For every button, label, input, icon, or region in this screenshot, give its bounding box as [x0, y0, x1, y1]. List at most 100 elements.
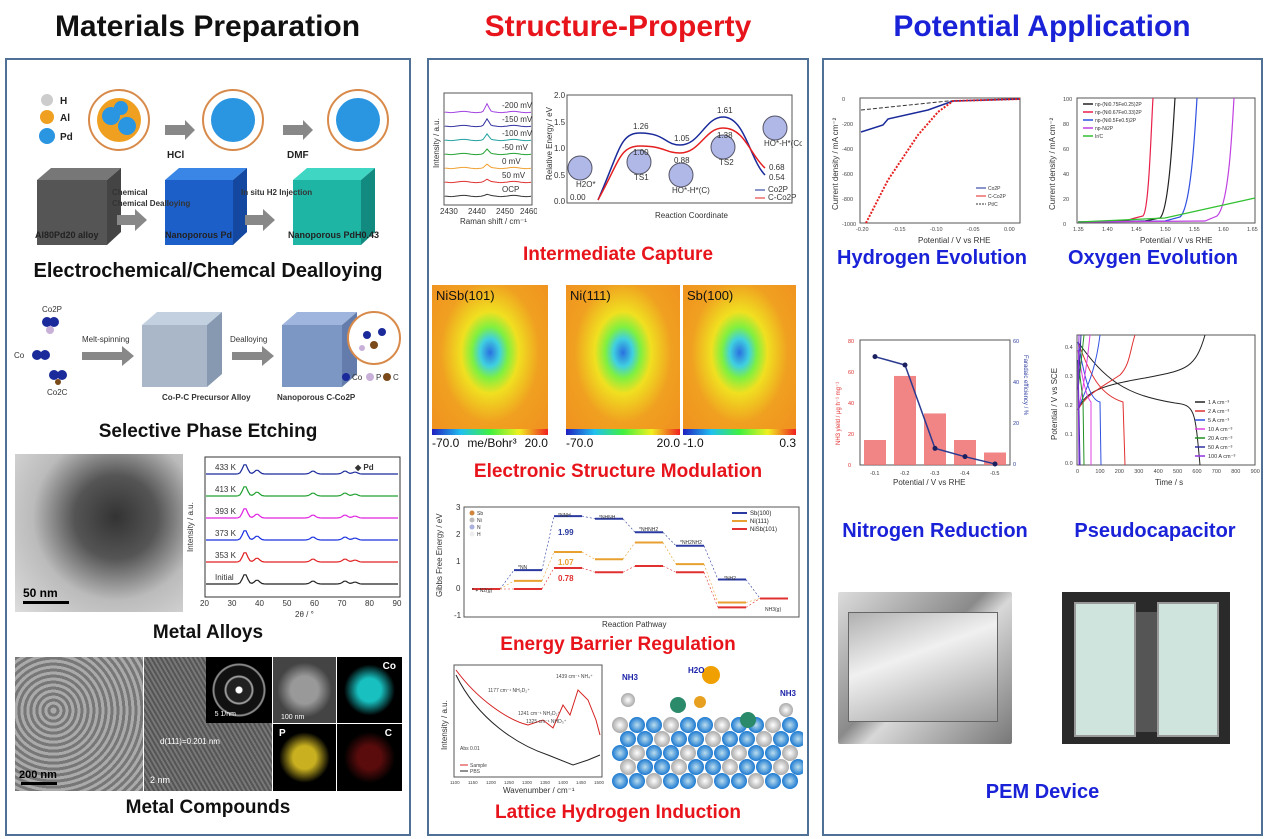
y-tick-label: 80 — [1063, 122, 1069, 128]
nanoporous-pd-cube — [165, 168, 247, 245]
x-tick-label: 80 — [365, 599, 374, 608]
x-tick-label: 1.65 — [1247, 227, 1258, 233]
lattice-atom — [773, 731, 789, 747]
lattice-atom — [782, 745, 798, 761]
lattice-atom — [756, 731, 772, 747]
svg-text:Potential / V vs RHE: Potential / V vs RHE — [918, 236, 990, 245]
lattice-atom — [629, 745, 645, 761]
lattice-atom — [697, 773, 713, 789]
energy-connector — [581, 551, 596, 560]
yield-bar — [954, 440, 976, 465]
svg-text:Sb(100): Sb(100) — [750, 511, 771, 517]
lattice-atom — [680, 773, 696, 789]
lattice-atom — [739, 759, 755, 775]
lattice-atom — [765, 773, 781, 789]
svg-text:*NN: *NN — [518, 565, 528, 571]
x-tick-label: 1400 — [558, 780, 569, 785]
lattice-atom — [705, 759, 721, 775]
faradaic-efficiency-point — [902, 362, 908, 368]
svg-text:1177 cm⁻¹ NH₂D₂⁺: 1177 cm⁻¹ NH₂D₂⁺ — [488, 688, 530, 694]
lattice-atom — [773, 759, 789, 775]
column-title-materials: Materials Preparation — [54, 10, 361, 43]
lattice-atom — [790, 731, 803, 747]
lattice-atom — [714, 773, 730, 789]
raman-spectrum — [444, 178, 532, 184]
energy-connector — [541, 516, 555, 571]
svg-text:*NH2: *NH2 — [724, 576, 736, 582]
legend-label: np-(Ni0.67Fe0.33)2P — [1095, 110, 1142, 116]
x-tick-label: 1350 — [540, 780, 551, 785]
svg-text:Sample: Sample — [470, 763, 487, 769]
lattice-atom — [671, 759, 687, 775]
svg-text:1.0: 1.0 — [554, 144, 566, 153]
svg-text:PBS: PBS — [470, 769, 481, 775]
alloys-label: Metal Alloys — [152, 622, 264, 643]
lattice-atom — [612, 745, 628, 761]
svg-text:Reaction Coordinate: Reaction Coordinate — [655, 211, 728, 220]
oer-chart: Current density / mA cm⁻² 1008060402001.… — [1048, 97, 1258, 245]
x-tick-label: 70 — [338, 599, 347, 608]
atom-legend: H Al Pd — [39, 94, 73, 144]
y-tick-label: 0.0 — [1065, 461, 1073, 467]
svg-text:Wavenumber / cm⁻¹: Wavenumber / cm⁻¹ — [503, 786, 575, 795]
lattice-atom — [680, 717, 696, 733]
lattice-atom — [680, 745, 696, 761]
raman-series-label: -50 mV — [502, 143, 528, 152]
lattice-atom — [637, 759, 653, 775]
lattice-atom — [705, 731, 721, 747]
raman-spectrum — [444, 117, 532, 128]
lattice-atom — [612, 773, 628, 789]
y-tick-label: 60 — [1063, 147, 1069, 153]
x-tick-label: -0.10 — [930, 227, 943, 233]
x-tick-label: 100 — [1095, 469, 1104, 475]
x-tick-label: -0.2 — [900, 471, 909, 477]
lattice-atom — [654, 759, 670, 775]
svg-text:1.99: 1.99 — [558, 528, 574, 537]
x-tick-label: 1.55 — [1189, 227, 1200, 233]
x-tick-label: 1.40 — [1102, 227, 1113, 233]
faradaic-efficiency-point — [962, 454, 968, 460]
scale-bar-label: 5 1/nm — [214, 711, 236, 718]
product-label: Nanoporous Pd — [165, 230, 232, 240]
energy-connector — [662, 542, 677, 565]
lattice-atom — [739, 731, 755, 747]
gibbs-energy-chart: Gibbs Free Energy / eV 3 2 1 0 -1 1.99 1… — [435, 503, 800, 629]
raman-series-label: -200 mV — [502, 101, 533, 110]
y-tick-label: 0.3 — [1065, 374, 1073, 380]
xrd-pattern — [206, 552, 398, 563]
svg-text:Current density / mA cm⁻²: Current density / mA cm⁻² — [1048, 117, 1057, 210]
etching-label: Selective Phase Etching — [98, 421, 318, 442]
nrr-chart: NH3 yield / μg h⁻¹ mg⁻¹ Faradaic efficie… — [836, 339, 1028, 487]
svg-text:Potential / V vs RHE: Potential / V vs RHE — [1140, 236, 1212, 245]
y-tick-label: -400 — [842, 147, 853, 153]
y-tick-label: 100 — [1063, 97, 1072, 103]
svg-text:HO*-H*(Co): HO*-H*(Co) — [764, 139, 802, 148]
svg-text:TS1: TS1 — [634, 173, 649, 182]
svg-text:NH3: NH3 — [780, 689, 797, 698]
legend-label: 50 A cm⁻³ — [1208, 445, 1232, 451]
svg-text:Intensity / a.u.: Intensity / a.u. — [186, 502, 195, 552]
svg-text:N: N — [477, 525, 481, 531]
y-tick-label: 0.1 — [1065, 432, 1073, 438]
lattice-atom — [782, 773, 798, 789]
svg-text:Raman shift / cm⁻¹: Raman shift / cm⁻¹ — [460, 217, 527, 226]
colorbar — [432, 429, 548, 435]
svg-text:-1: -1 — [454, 611, 462, 620]
x-tick-label: 1.35 — [1073, 227, 1084, 233]
svg-text:1.05: 1.05 — [674, 134, 690, 143]
scale-bar — [23, 601, 69, 604]
svg-text:Abs 0.01: Abs 0.01 — [460, 746, 480, 752]
ir-spectrum-chart: Intensity / a.u. 1177 cm⁻¹ NH₂D₂⁺ 1241 c… — [440, 664, 605, 795]
svg-text:0.00: 0.00 — [570, 193, 586, 202]
x-tick-label: 800 — [1231, 469, 1240, 475]
x-tick-label: -0.05 — [967, 227, 980, 233]
y-tick-label: 0.2 — [1065, 403, 1073, 409]
x-tick-label: 1500 — [594, 780, 605, 785]
svg-text:Ni(111): Ni(111) — [750, 519, 769, 525]
cco2p-curve — [597, 127, 766, 201]
lattice-atom — [714, 745, 730, 761]
x-tick-label: 90 — [393, 599, 402, 608]
svg-text:Chemical Dealloying: Chemical Dealloying — [112, 199, 190, 208]
x-tick-label: 0 — [1076, 469, 1079, 475]
